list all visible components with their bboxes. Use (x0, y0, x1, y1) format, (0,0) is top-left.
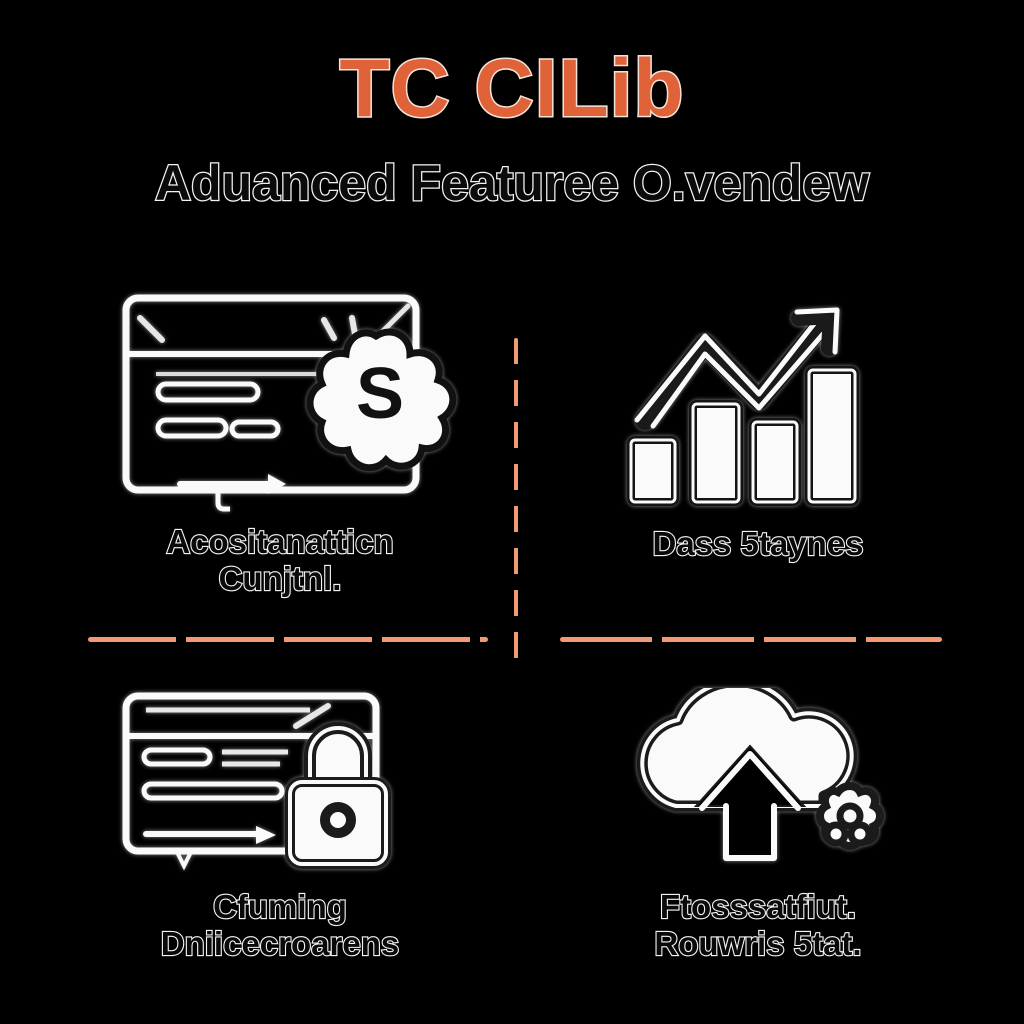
feature-label-line-1: Ftosssatfiut. (659, 887, 857, 926)
feature-label-line-2: Dniicecroarens (160, 924, 401, 963)
feature-card-label: Acositanatticn Cunjtnl. (165, 522, 395, 598)
feature-label-line-1: Dass 5taynes (651, 524, 864, 563)
feature-label-line-1: Cfuming (212, 887, 348, 926)
page-title: TC CILib (338, 43, 685, 134)
feature-label-line-2: Rouwris 5tat. (653, 924, 862, 963)
feature-card-label: Cfuming Dniicecroarens (160, 887, 401, 963)
feature-card-data-stages: Dass 5taynes (548, 300, 968, 563)
horizontal-divider-left (88, 637, 488, 642)
cloud-upload-with-gear-icon (598, 676, 918, 883)
bar-chart-trend-up-icon (593, 300, 923, 520)
page-subtitle: Aduanced Featuree O.vendew (154, 155, 871, 211)
feature-card-secure-connections: Cfuming Dniicecroarens (70, 688, 490, 963)
feature-card-label: Ftosssatfiut. Rouwris 5tat. (653, 887, 862, 963)
vertical-divider (514, 338, 518, 660)
code-window-with-gear-badge-icon: S (100, 288, 460, 518)
feature-card-cloud-resources: Ftosssatfiut. Rouwris 5tat. (548, 676, 968, 963)
feature-card-label: Dass 5taynes (651, 524, 864, 563)
horizontal-divider-right (560, 637, 942, 642)
code-window-with-padlock-icon (110, 688, 450, 883)
gear-badge-glyph: S (356, 354, 404, 434)
feature-label-line-2: Cunjtnl. (217, 559, 342, 598)
feature-card-automation-control: S Acositanatticn Cunjtnl. (70, 288, 490, 598)
feature-label-line-1: Acositanatticn (165, 522, 395, 561)
